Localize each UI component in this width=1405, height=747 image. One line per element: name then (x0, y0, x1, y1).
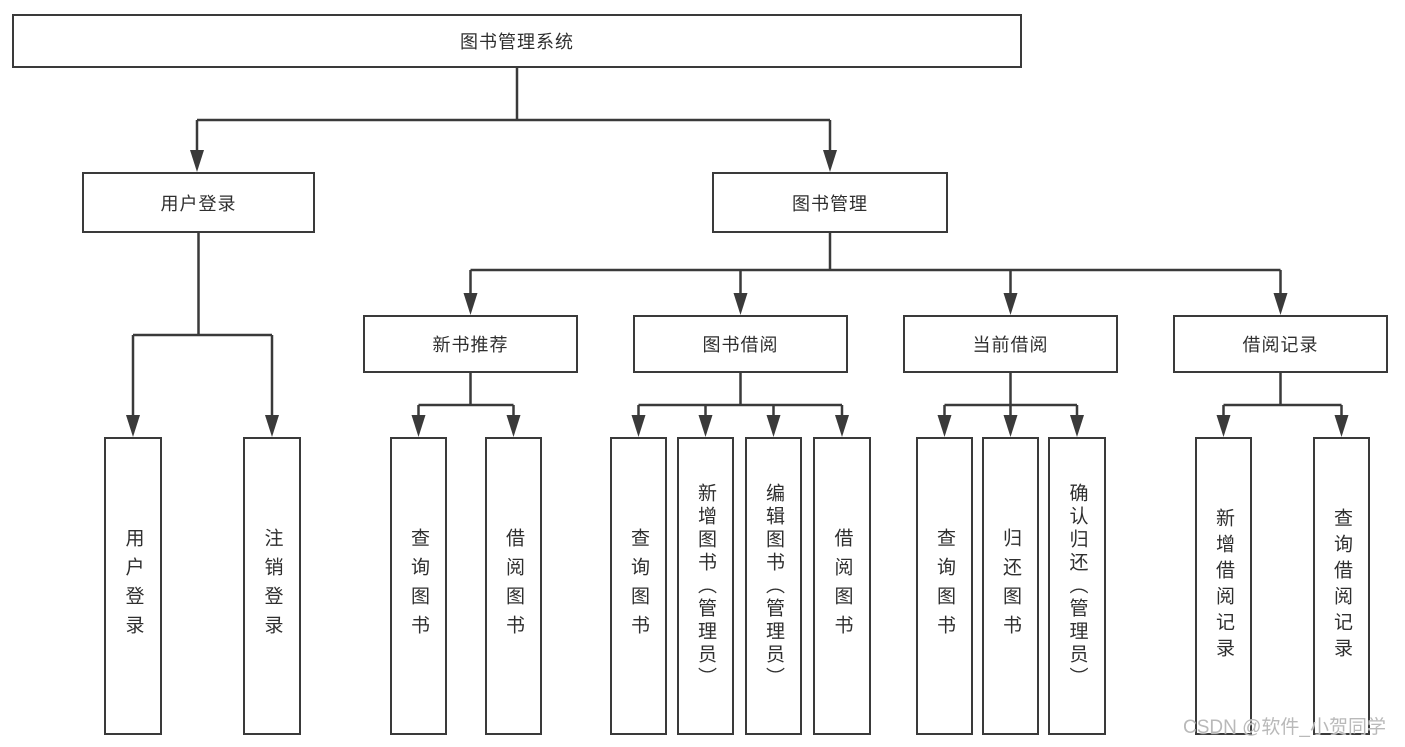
csdn-watermark: CSDN @软件_小贺同学 (1183, 717, 1386, 738)
arrowheads (126, 150, 1349, 437)
node-leaf-query-books-borrow: 查询图书 (610, 437, 667, 735)
node-user-login: 用户登录 (82, 172, 315, 233)
node-leaf-user-login: 用户登录 (104, 437, 162, 735)
node-root: 图书管理系统 (12, 14, 1022, 68)
node-leaf-borrow-books-borrow: 借阅图书 (813, 437, 871, 735)
node-leaf-logout: 注销登录 (243, 437, 301, 735)
node-leaf-query-borrow-record: 查询借阅记录 (1313, 437, 1370, 735)
node-new-book-recommend: 新书推荐 (363, 315, 578, 373)
node-leaf-add-borrow-record: 新增借阅记录 (1195, 437, 1252, 735)
node-current-borrow: 当前借阅 (903, 315, 1118, 373)
node-book-borrow: 图书借阅 (633, 315, 848, 373)
node-borrow-records: 借阅记录 (1173, 315, 1388, 373)
node-leaf-query-books-current: 查询图书 (916, 437, 973, 735)
node-leaf-borrow-books-newrec: 借阅图书 (485, 437, 542, 735)
node-leaf-return-books: 归还图书 (982, 437, 1039, 735)
node-leaf-confirm-return-admin: 确认归还（管理员） (1048, 437, 1106, 735)
node-leaf-query-books-newrec: 查询图书 (390, 437, 447, 735)
node-leaf-edit-book-admin: 编辑图书（管理员） (745, 437, 802, 735)
node-book-management: 图书管理 (712, 172, 948, 233)
node-leaf-add-book-admin: 新增图书（管理员） (677, 437, 734, 735)
